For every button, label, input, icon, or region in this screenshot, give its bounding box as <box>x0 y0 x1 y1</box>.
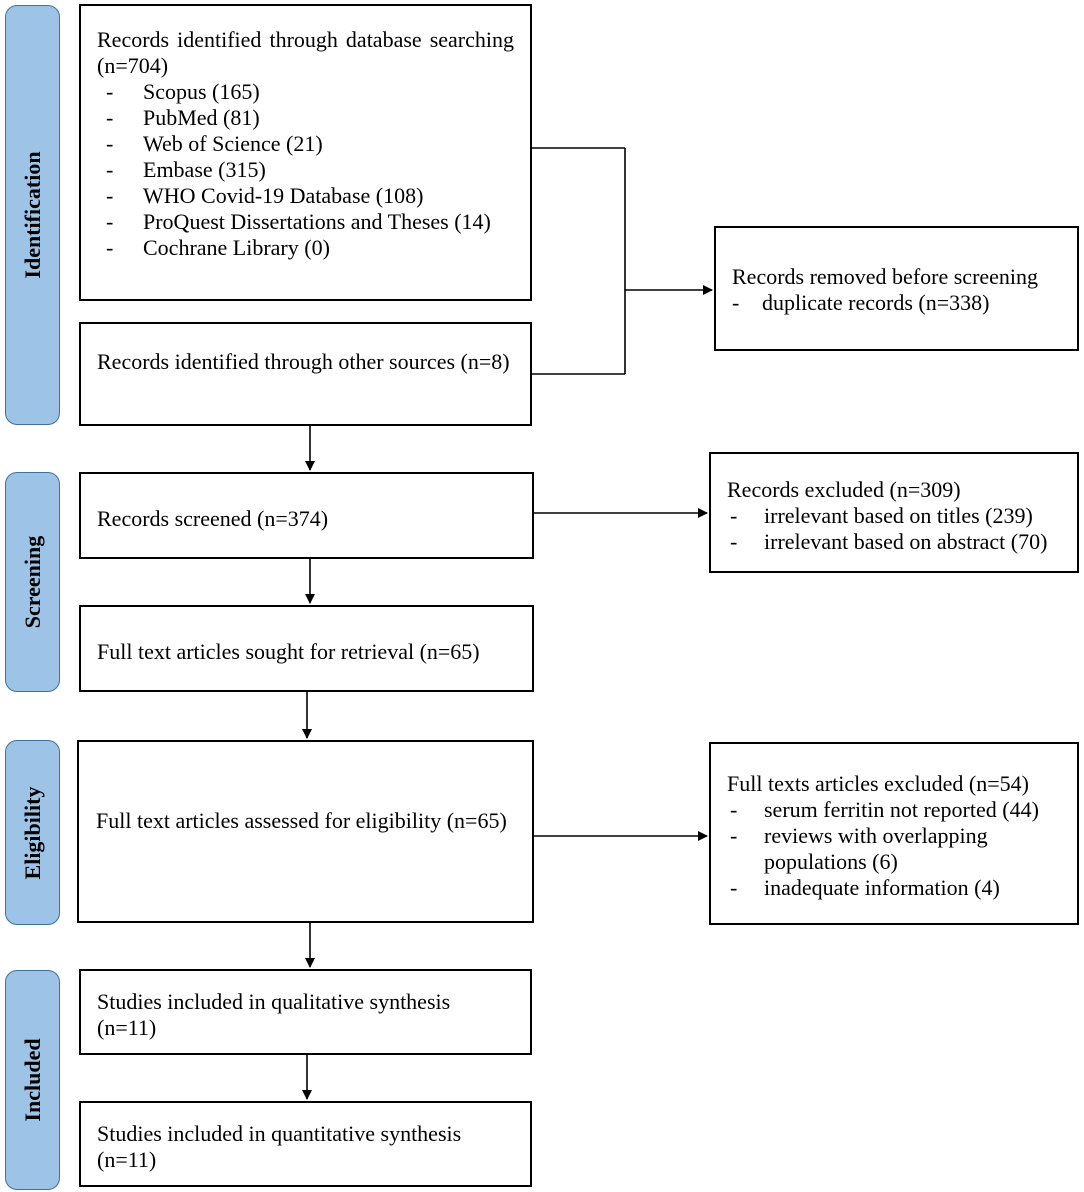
database-item: -Cochrane Library (0) <box>106 235 330 260</box>
removed-before-screening-title: Records removed before screening <box>732 264 1039 289</box>
fulltext-excluded-item: -reviews with overlapping populations (6… <box>730 823 988 874</box>
sought-retrieval-text: Full text articles sought for retrieval … <box>97 639 480 664</box>
database-search-title: Records identified through database sear… <box>97 27 514 78</box>
records-excluded-title: Records excluded (n=309) <box>727 477 961 502</box>
sought-retrieval-box: Full text articles sought for retrieval … <box>79 605 534 692</box>
other-sources-box: Records identified through other sources… <box>79 322 532 426</box>
other-sources-text: Records identified through other sources… <box>97 349 510 374</box>
fulltext-excluded-box: Full texts articles excluded (n=54) -ser… <box>709 742 1079 925</box>
phase-screening: Screening <box>5 472 60 692</box>
records-excluded-item: -irrelevant based on abstract (70) <box>730 529 1048 554</box>
database-item: -WHO Covid-19 Database (108) <box>106 183 424 208</box>
database-item: -ProQuest Dissertations and Theses (14) <box>106 209 491 234</box>
fulltext-excluded-item: -inadequate information (4) <box>730 875 1000 900</box>
phase-label-eligibility: Eligibility <box>19 786 45 879</box>
database-search-box: Records identified through database sear… <box>79 4 532 301</box>
phase-label-included: Included <box>19 1038 45 1122</box>
qualitative-synthesis-box: Studies included in qualitative synthesi… <box>79 969 532 1055</box>
database-item: -Embase (315) <box>106 157 266 182</box>
records-excluded-item: -irrelevant based on titles (239) <box>730 503 1033 528</box>
database-item: -PubMed (81) <box>106 105 260 130</box>
database-item: -Web of Science (21) <box>106 131 323 156</box>
quantitative-synthesis-text: Studies included in quantitative synthes… <box>97 1121 462 1172</box>
records-screened-box: Records screened (n=374) <box>79 472 534 559</box>
removed-item: -duplicate records (n=338) <box>732 290 990 315</box>
qualitative-synthesis-text: Studies included in qualitative synthesi… <box>97 989 451 1040</box>
quantitative-synthesis-box: Studies included in quantitative synthes… <box>79 1101 532 1187</box>
database-list: -Scopus (165) -PubMed (81) -Web of Scien… <box>97 79 514 261</box>
assessed-eligibility-text: Full text articles assessed for eligibil… <box>96 808 507 833</box>
phase-label-identification: Identification <box>19 151 45 279</box>
records-screened-text: Records screened (n=374) <box>97 506 329 531</box>
fulltext-excluded-item: -serum ferritin not reported (44) <box>730 797 1039 822</box>
removed-before-screening-box: Records removed before screening -duplic… <box>714 226 1079 351</box>
assessed-eligibility-box: Full text articles assessed for eligibil… <box>77 740 534 923</box>
fulltext-excluded-title: Full texts articles excluded (n=54) <box>727 771 1029 796</box>
phase-eligibility: Eligibility <box>5 740 60 925</box>
phase-label-screening: Screening <box>19 535 45 629</box>
records-excluded-box: Records excluded (n=309) -irrelevant bas… <box>709 452 1079 573</box>
phase-identification: Identification <box>5 5 60 425</box>
phase-included: Included <box>5 970 60 1190</box>
database-item: -Scopus (165) <box>106 79 260 104</box>
